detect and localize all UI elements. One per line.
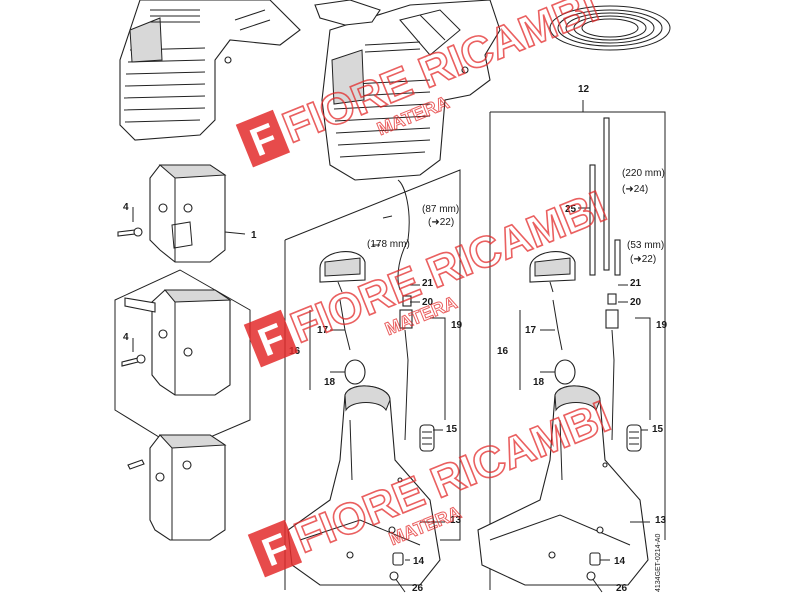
- drawing-code: 4134GET-0214-A0: [655, 534, 662, 592]
- fuel-filter-center: [419, 424, 435, 452]
- annotation-ref-22b: (➜22): [630, 254, 656, 265]
- fuel-pickup-right: [605, 293, 619, 441]
- callout-20b: 20: [630, 297, 642, 308]
- fuel-filter-right: [626, 424, 642, 452]
- callout-15b: 15: [652, 424, 664, 435]
- muffler-2: [124, 289, 232, 396]
- rod-53: [614, 239, 621, 276]
- screw-small: [127, 459, 145, 470]
- callout-4a: 4: [123, 202, 129, 213]
- callout-21b: 21: [630, 278, 642, 289]
- coiled-hose: [549, 5, 671, 51]
- callout-21a: 21: [422, 278, 434, 289]
- fuel-hose-center: [372, 179, 410, 291]
- callout-20a: 20: [422, 297, 434, 308]
- callout-14a: 14: [413, 556, 425, 567]
- callout-4b: 4: [123, 332, 129, 343]
- engine-shroud-left: [119, 0, 301, 141]
- callout-16b: 16: [497, 346, 509, 357]
- annotation-rod-53mm: (53 mm): [627, 240, 664, 251]
- callout-13b: 13: [655, 515, 667, 526]
- rod-25-mid: [589, 164, 596, 276]
- callout-18a: 18: [324, 377, 336, 388]
- callout-18b: 18: [533, 377, 545, 388]
- screw-4b: [121, 354, 146, 367]
- fuel-pickup-center: [399, 295, 413, 441]
- leaders: [309, 207, 651, 561]
- callout-12: 12: [578, 84, 590, 95]
- cap-strap-right: [552, 299, 576, 385]
- shroud-part-small: [314, 0, 381, 26]
- callout-17a: 17: [317, 325, 329, 336]
- callout-26a: 26: [412, 583, 424, 594]
- rod-25-long: [603, 117, 610, 271]
- annotation-ref-22a: (➜22): [428, 217, 454, 228]
- callout-13a: 13: [450, 515, 462, 526]
- annotation-ref-24: (➜24): [622, 184, 648, 195]
- callout-19b: 19: [656, 320, 668, 331]
- callout-26b: 26: [616, 583, 628, 594]
- muffler-bracket-box: [114, 269, 251, 451]
- annotation-hose-178mm: (178 mm): [367, 239, 410, 250]
- callout-19a: 19: [451, 320, 463, 331]
- screw-26-right: [586, 571, 603, 593]
- fuel-tank-right: [477, 385, 649, 586]
- grommet-14-center: [392, 552, 404, 566]
- callout-17b: 17: [525, 325, 537, 336]
- grommet-14-right: [589, 552, 601, 566]
- tank-cap-center: [319, 251, 366, 293]
- muffler-1: [149, 164, 227, 263]
- screw-26-center: [389, 571, 406, 593]
- annotation-hose-87mm: (87 mm): [422, 204, 459, 215]
- callout-15a: 15: [446, 424, 458, 435]
- callout-14b: 14: [614, 556, 626, 567]
- annotation-rod-220mm: (220 mm): [622, 168, 665, 179]
- callout-25: 25: [565, 204, 577, 215]
- muffler-3: [149, 434, 227, 541]
- tank-cap-right: [529, 251, 576, 293]
- tank-group-frame-right: [489, 100, 666, 590]
- engine-shroud-center: [321, 0, 501, 181]
- screw-4a: [117, 227, 143, 237]
- callout-1: 1: [251, 230, 257, 241]
